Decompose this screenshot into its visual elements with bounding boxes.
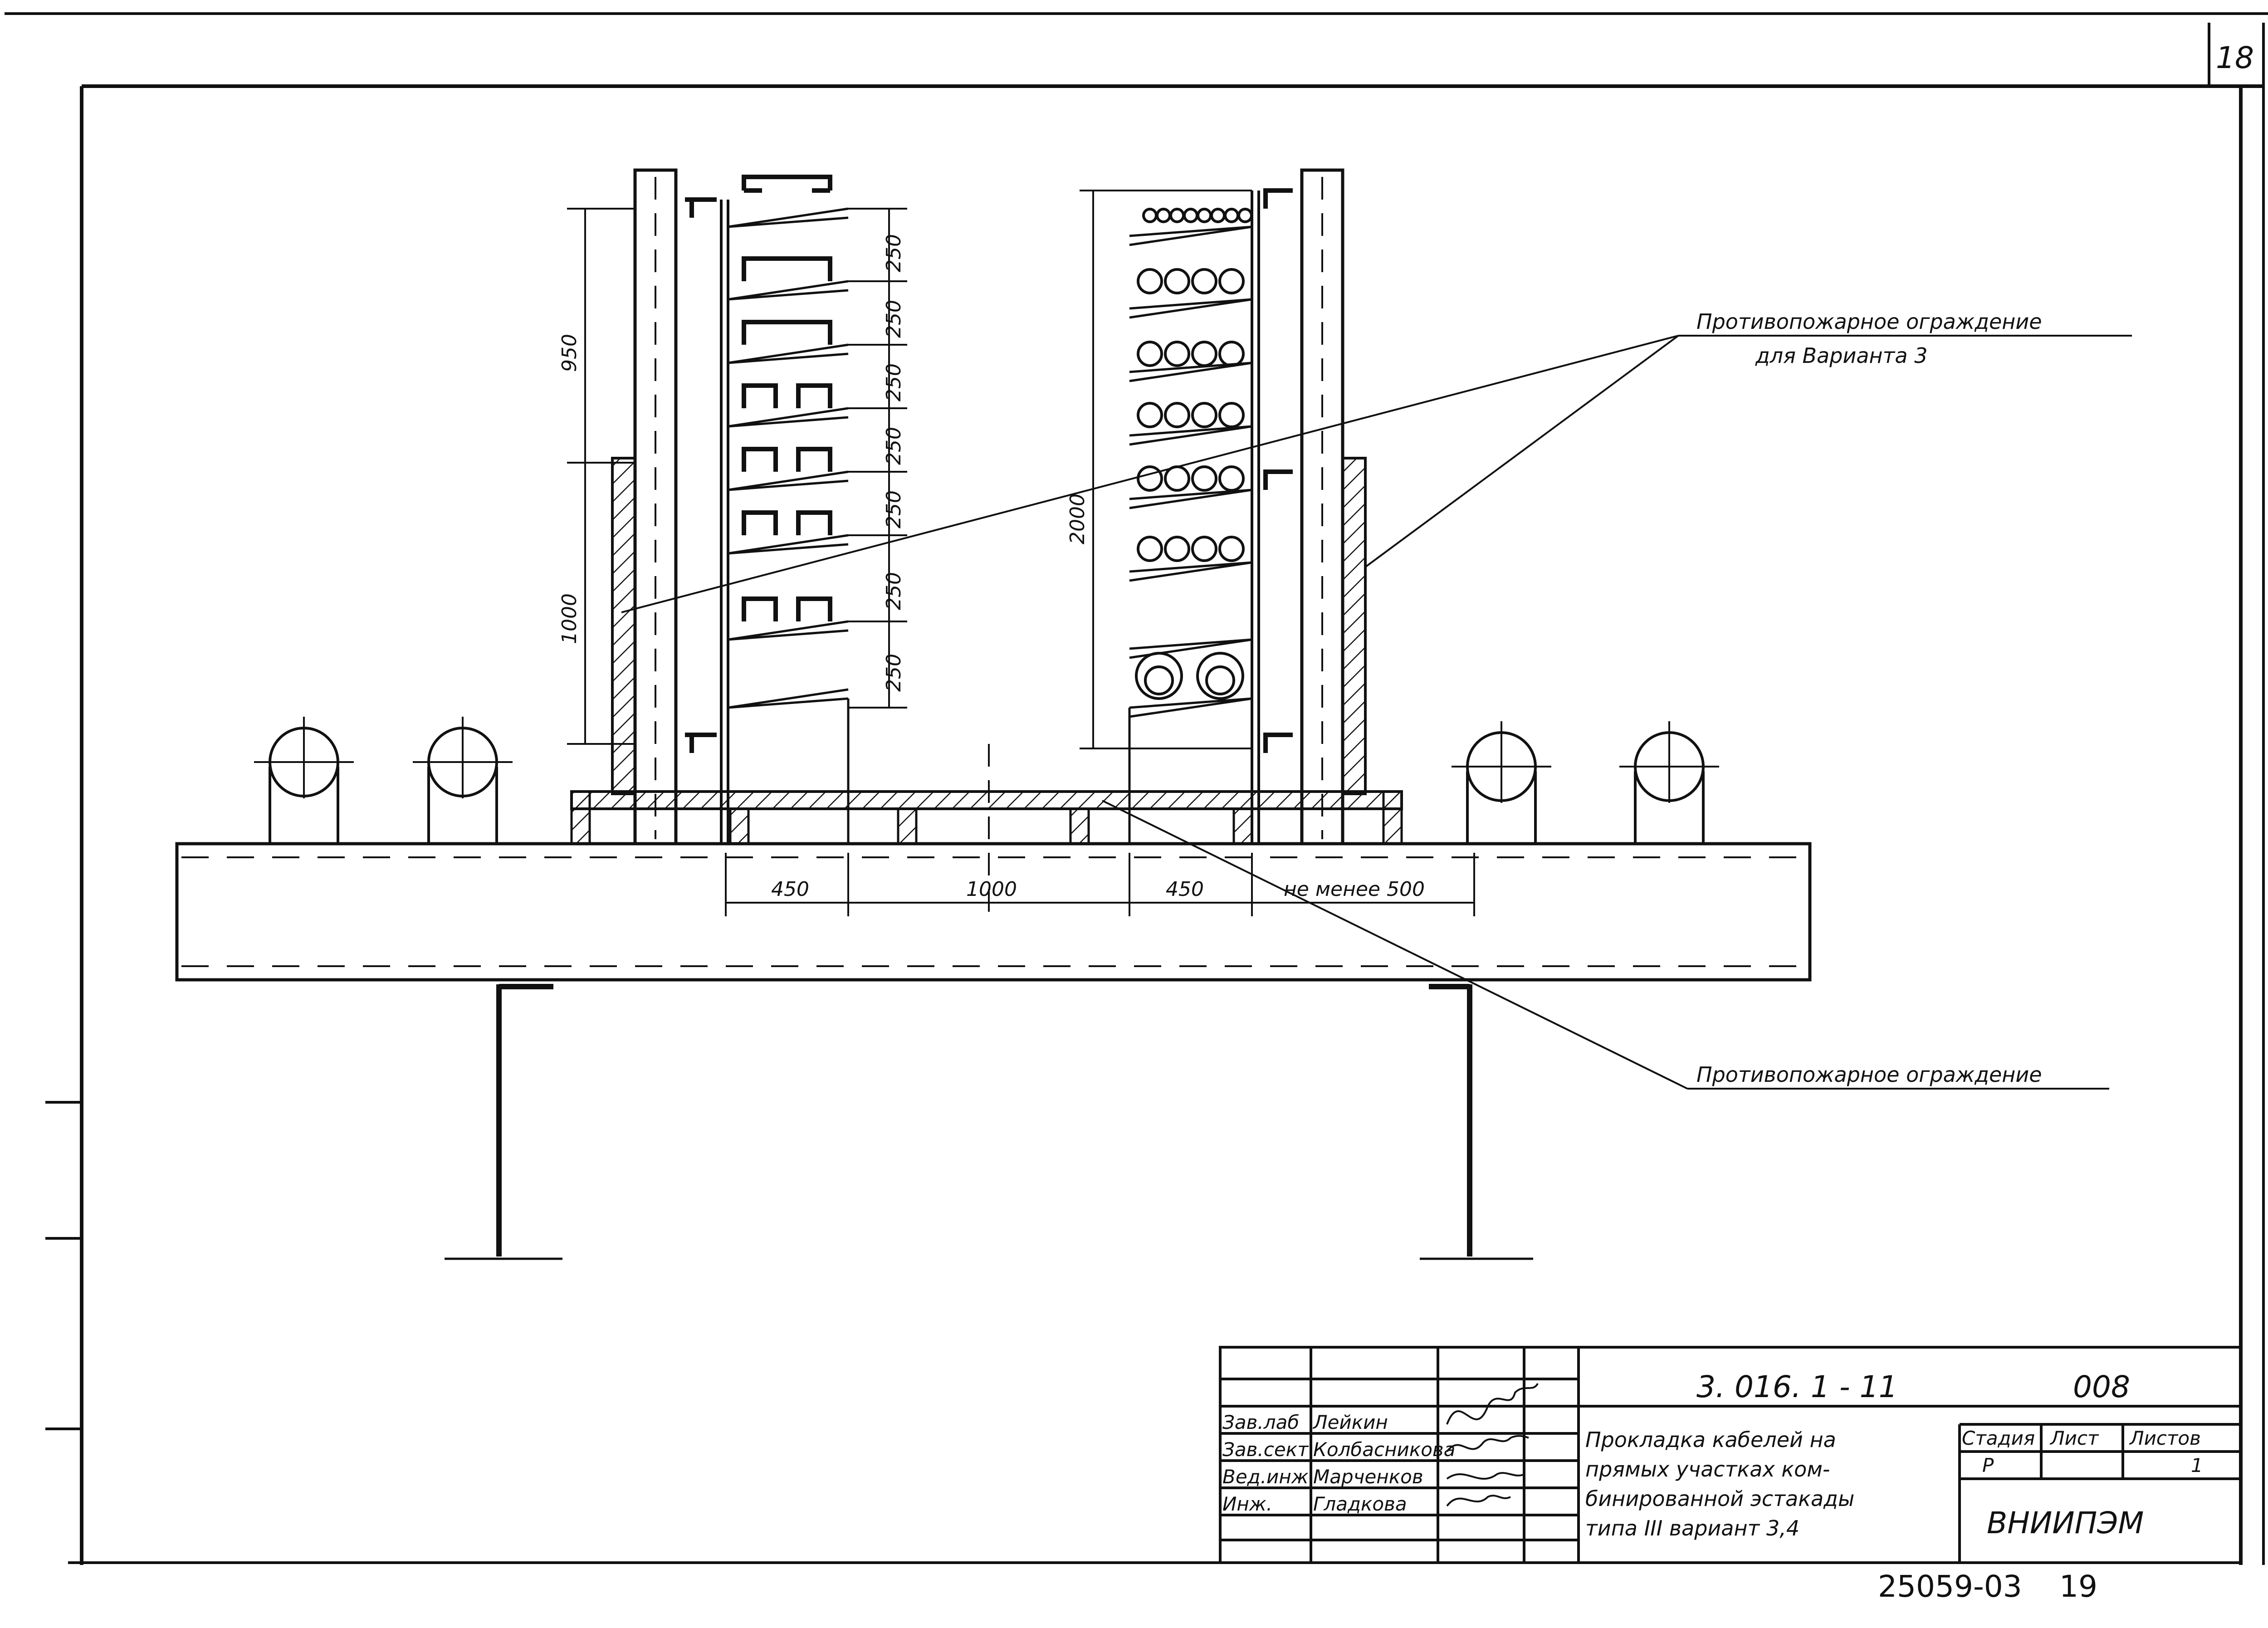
dimension-450-right: 450 [1166,878,1204,901]
page-number: 18 [2216,40,2254,75]
right-cables [1135,208,1253,700]
fire-barrier-option3-label-1: Противопожарное ограждение [1696,309,2042,334]
pipe-support-1 [254,717,354,844]
pipe-support-3 [1452,721,1551,844]
name-2: Колбасникова [1313,1438,1455,1461]
shelf-spacing-3: 250 [882,363,905,401]
sheet-header: Лист [2049,1427,2099,1449]
pipe-support-2 [413,717,513,844]
archive-number: 25059-03 [1878,1569,2022,1604]
base-slab [570,744,1403,925]
sheet-code: 008 [2073,1369,2130,1404]
main-beam [175,842,1812,982]
shelf-spacing-4: 250 [882,427,905,465]
fire-barrier-label: Противопожарное ограждение [1696,1062,2042,1087]
title-line-1: Прокладка кабелей на [1585,1428,1836,1452]
support-post-right [1420,984,1533,1260]
doc-code: 3. 016. 1 - 11 [1696,1369,1898,1404]
shelf-spacing-5: 250 [882,490,905,528]
sheets-value: 1 [2191,1454,2203,1476]
left-channel-trays [742,175,832,621]
stage-header: Стадия [1962,1427,2035,1449]
shelf-spacing-7: 250 [882,654,905,692]
name-1: Лейкин [1312,1411,1388,1433]
dimension-2000: 2000 [1066,494,1089,544]
shelf-spacing-1: 250 [882,234,905,272]
stage-value: Р [1982,1454,1994,1476]
shelf-spacing-2: 250 [882,300,905,338]
title-line-3: бинированной эстакады [1585,1486,1854,1511]
sheets-header: Листов [2129,1427,2201,1449]
name-4: Гладкова [1313,1493,1407,1515]
callout-leaders [621,335,2132,1090]
role-4: Инж. [1222,1493,1272,1515]
right-cable-rack [1128,168,1367,846]
left-shelves [728,207,850,844]
organization: ВНИИПЭМ [1987,1506,2144,1540]
right-shelves [1128,225,1252,844]
dimension-min-500: не менее 500 [1284,878,1425,901]
vertical-dimensions [567,190,1252,749]
dimension-1000-horizontal: 1000 [966,878,1017,901]
signatures [1446,1383,1539,1507]
role-2: Зав.сект [1222,1438,1309,1461]
title-line-2: прямых участках ком- [1585,1457,1830,1481]
dimension-450-left: 450 [771,878,809,901]
title-line-4: типа III вариант 3,4 [1585,1516,1799,1540]
horizontal-dimensions [725,853,1475,916]
sheet-frame [5,12,2268,1565]
title-block [1219,1346,2242,1564]
role-1: Зав.лаб [1222,1411,1299,1433]
archive-sheet: 19 [2059,1569,2097,1604]
support-post-left [445,984,562,1260]
name-3: Марченков [1313,1466,1423,1488]
dimension-1000-vertical: 1000 [558,593,581,644]
shelf-spacing-6: 250 [882,572,905,610]
role-3: Вед.инж. [1222,1466,1315,1488]
fire-barrier-option3-label-2: для Варианта 3 [1755,343,1927,368]
dimension-950: 950 [558,334,581,372]
left-cable-rack [611,168,850,846]
pipe-support-4 [1619,721,1719,844]
